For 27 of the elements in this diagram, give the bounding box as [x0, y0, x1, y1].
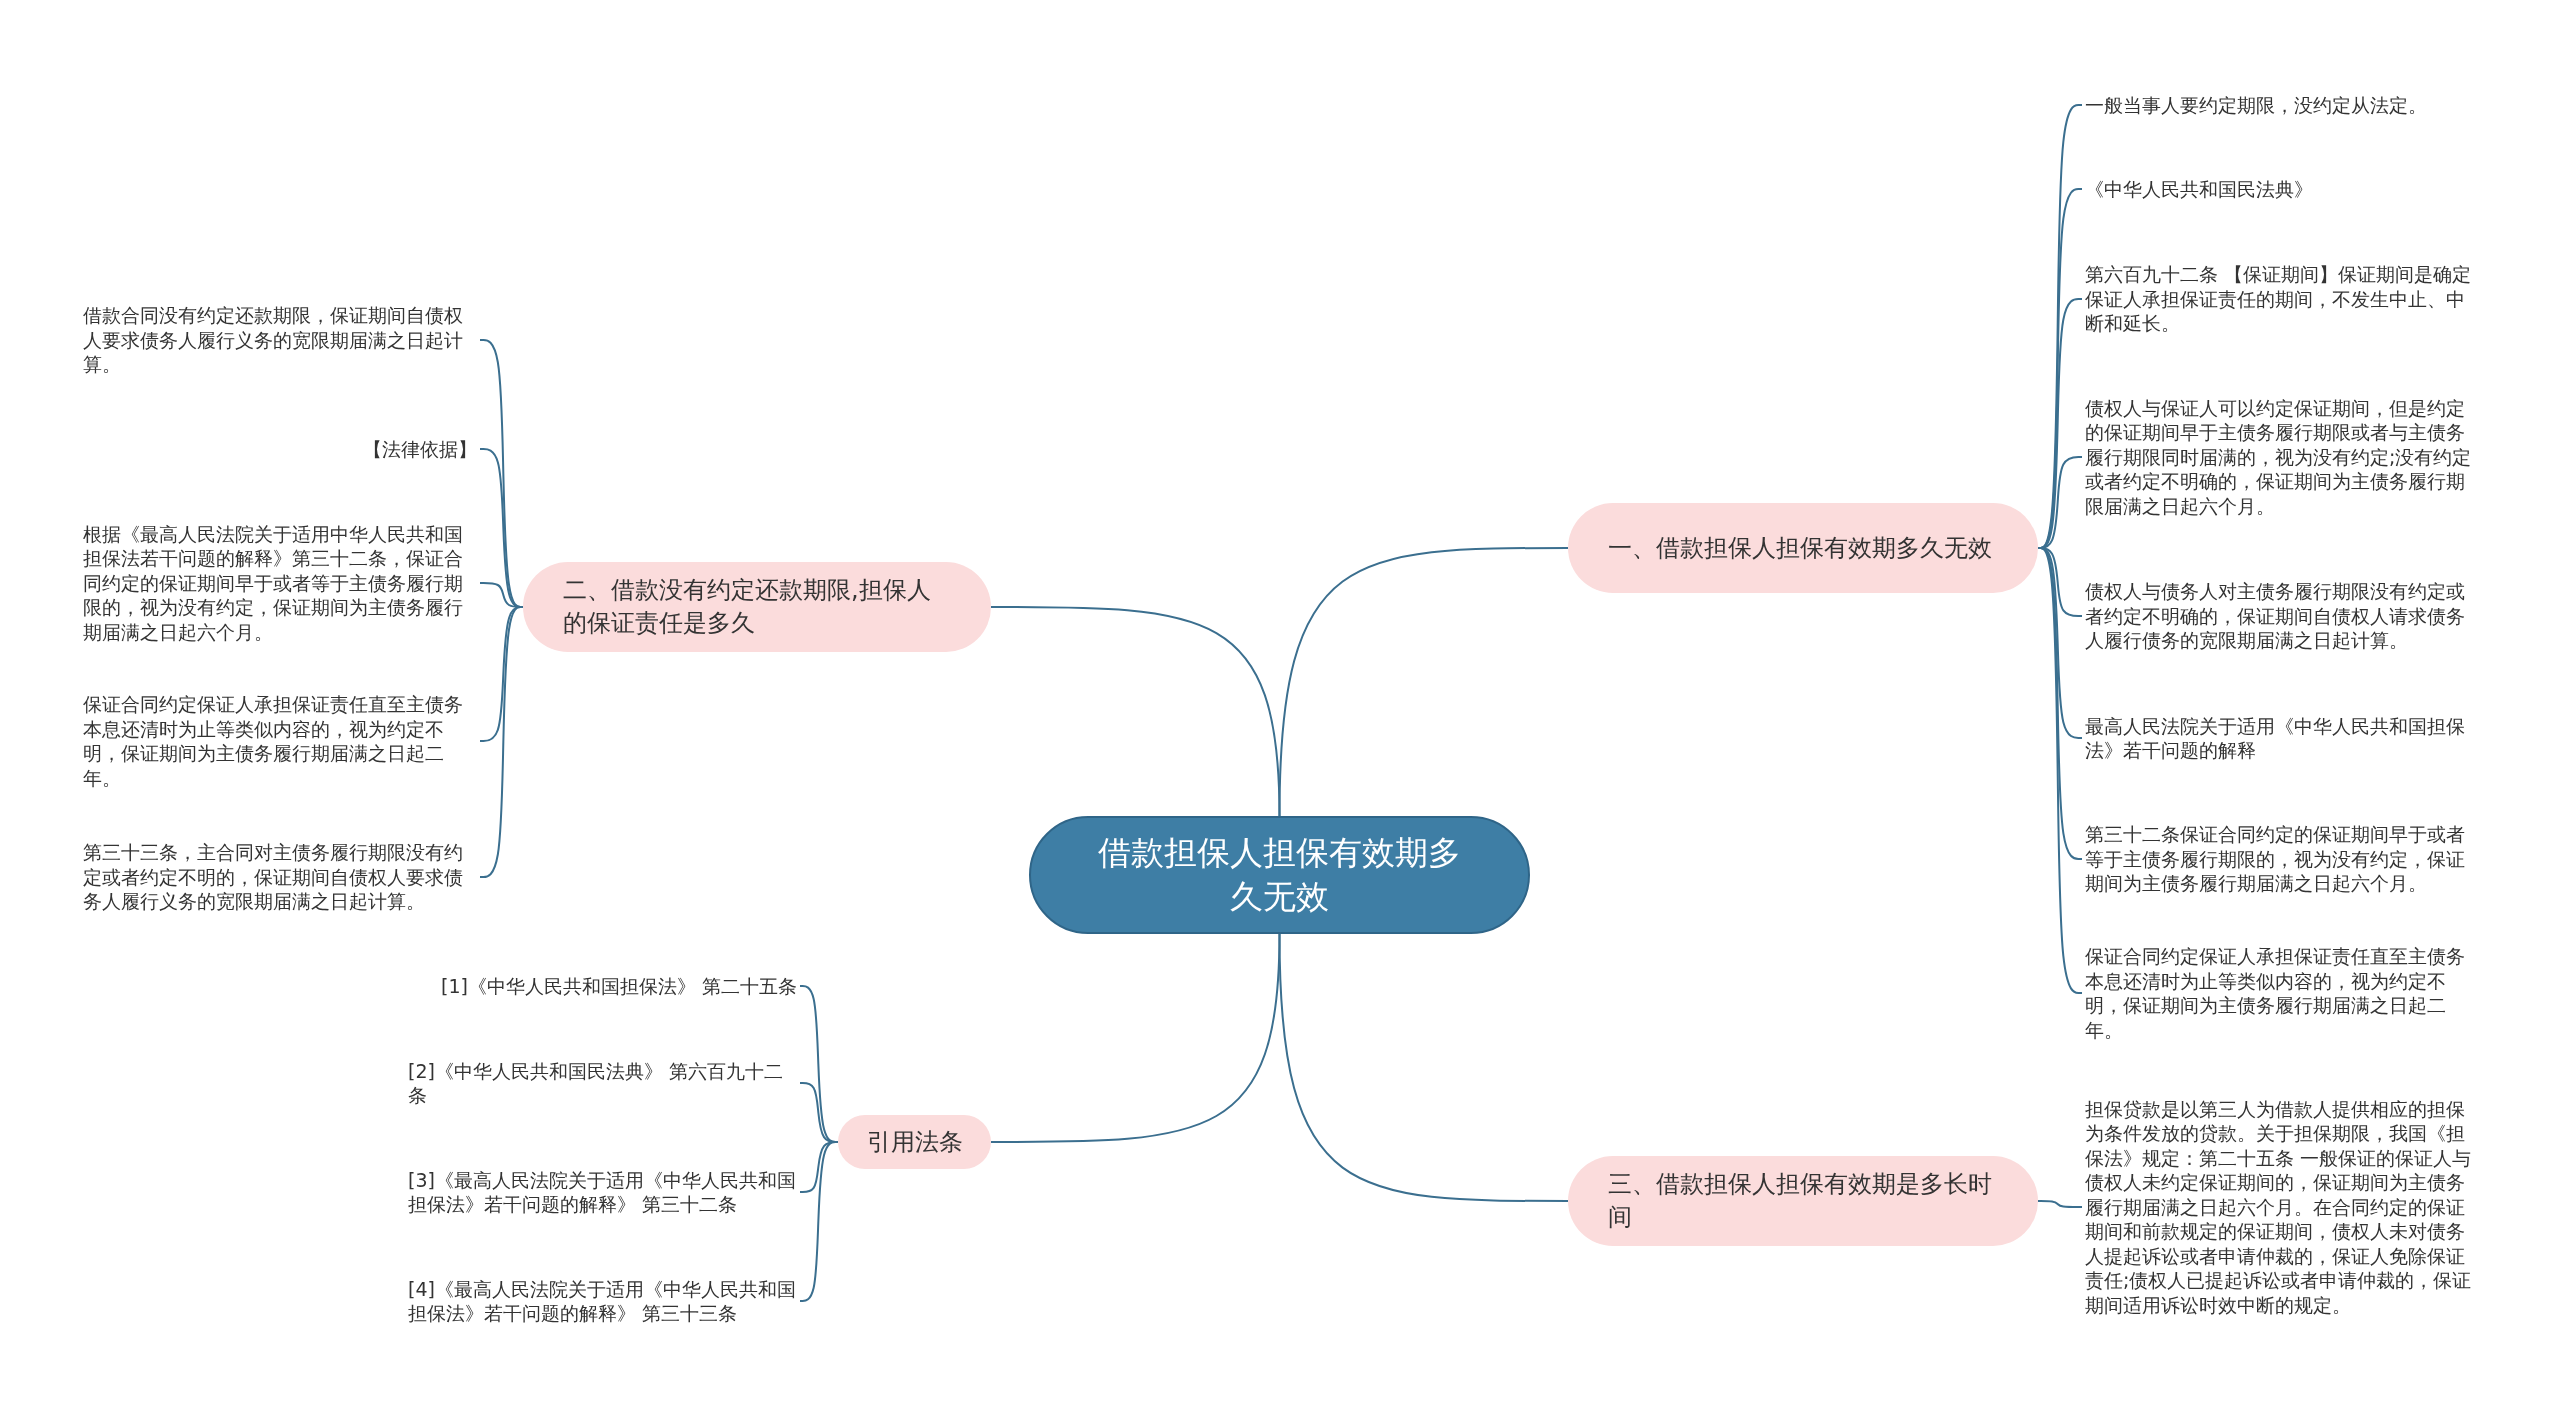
note-text: 第六百九十二条 【保证期间】保证期间是确定保证人承担保证责任的期间，不发生中止、中断和延长。 [2082, 260, 2482, 338]
connector-line [990, 933, 1281, 1143]
branch-topic: 引用法条 [838, 1115, 991, 1169]
connector-line [2037, 1200, 2083, 1208]
note-text: 债权人与债务人对主债务履行期限没有约定或者约定不明确的，保证期间自债权人请求债务人履行债务的宽限期届满之日起计算。 [2082, 577, 2482, 655]
branch-topic: 三、借款担保人担保有效期是多长时间 [1568, 1156, 2038, 1246]
note-text: 担保贷款是以第三人为借款人提供相应的担保为条件发放的贷款。关于担保期限，我国《担保法》规定：第二十五条 一般保证的保证人与债权人未约定保证期间的，保证期间为主债务履行期届满之日起六个月。在合同约定的保证期间和前款规定的保证期间，债权人未对债务人提起诉讼或者申请仲裁的，保证人免除保证责任;债权人已提起诉讼或者申请仲裁的，保证期间适用诉讼时效中断的规定。 [2082, 1094, 2482, 1320]
note-text: [4]《最高人民法院关于适用《中华人民共和国担保法》若干问题的解释》 第三十三条 [405, 1274, 800, 1328]
note-text: 第三十二条保证合同约定的保证期间早于或者等于主债务履行期限的，视为没有约定，保证期间为主债务履行期届满之日起六个月。 [2082, 820, 2482, 898]
connector-line [1278, 933, 1569, 1202]
note-text: 一般当事人要约定期限，没约定从法定。 [2082, 90, 2430, 120]
branch-topic: 二、借款没有约定还款期限,担保人的保证责任是多久 [523, 562, 991, 652]
note-text: 根据《最高人民法院关于适用中华人民共和国担保法若干问题的解释》第三十二条，保证合同约定的保证期间早于或者等于主债务履行期限的，视为没有约定，保证期间为主债务履行期届满之日起六个月。 [80, 519, 480, 647]
note-text: [3]《最高人民法院关于适用《中华人民共和国担保法》若干问题的解释》 第三十二条 [405, 1165, 800, 1219]
branch-topic: 一、借款担保人担保有效期多久无效 [1568, 503, 2038, 593]
note-text: 债权人与保证人可以约定保证期间，但是约定的保证期间早于主债务履行期限或者与主债务履行期限同时届满的，视为没有约定;没有约定或者约定不明确的，保证期间为主债务履行期限届满之日起六个月。 [2082, 393, 2482, 521]
note-text: [2]《中华人民共和国民法典》 第六百九十二条 [405, 1056, 800, 1110]
note-text: 借款合同没有约定还款期限，保证期间自债权人要求债务人履行义务的宽限期届满之日起计算。 [80, 301, 480, 379]
note-text: 《中华人民共和国民法典》 [2082, 174, 2316, 204]
note-text: 保证合同约定保证人承担保证责任直至主债务本息还清时为止等类似内容的，视为约定不明，保证期间为主债务履行期届满之日起二年。 [2082, 942, 2482, 1044]
connector-line [1278, 547, 1569, 817]
note-text: 【法律依据】 [360, 434, 480, 464]
central-topic: 借款担保人担保有效期多久无效 [1029, 816, 1530, 934]
note-text: 第三十三条，主合同对主债务履行期限没有约定或者约定不明的，保证期间自债权人要求债务人履行义务的宽限期届满之日起计算。 [80, 838, 480, 916]
note-text: [1]《中华人民共和国担保法》 第二十五条 [438, 971, 800, 1001]
note-text: 保证合同约定保证人承担保证责任直至主债务本息还清时为止等类似内容的，视为约定不明，保证期间为主债务履行期届满之日起二年。 [80, 690, 480, 792]
note-text: 最高人民法院关于适用《中华人民共和国担保法》若干问题的解释 [2082, 711, 2482, 765]
